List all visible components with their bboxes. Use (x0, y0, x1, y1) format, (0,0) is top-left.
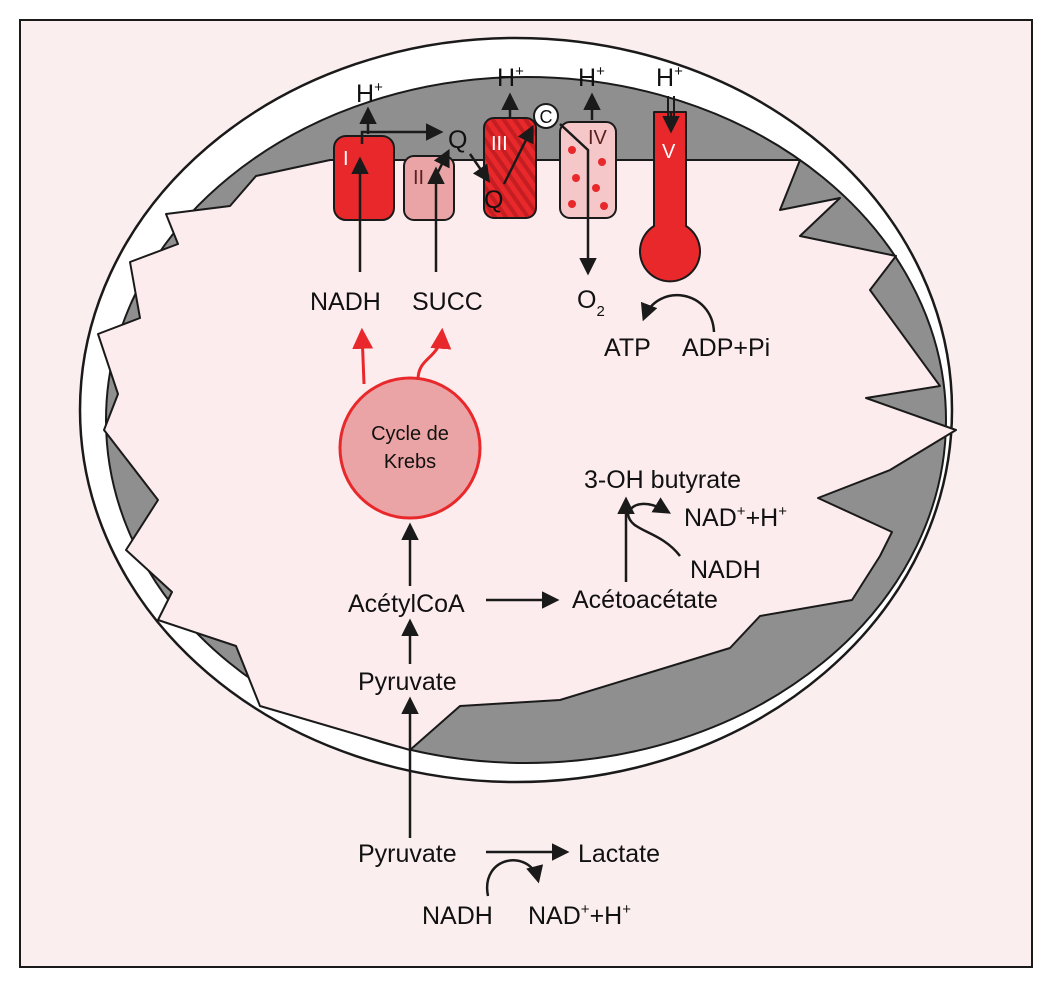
krebs-line-2: Krebs (384, 451, 436, 473)
complex-iv-dot (568, 200, 576, 208)
complex-iv-label: IV (588, 127, 608, 149)
complex-i-to-q-arrow (360, 123, 444, 144)
cytochrome-c-label: C (540, 107, 553, 127)
complex-v-label: V (662, 141, 676, 163)
complex-iv-dot (600, 202, 608, 210)
krebs-line-1: Cycle de (371, 423, 449, 445)
acetoacetate-label: Acétoacétate (572, 586, 718, 614)
nadh-label: NADH (310, 288, 381, 316)
complex-ii-label: II (413, 167, 424, 189)
nadh-to-nad-lactate-arrow (485, 859, 544, 897)
butyrate-label: 3-OH butyrate (584, 466, 741, 494)
o2-label: O2 (577, 286, 605, 320)
cytochrome-c (533, 103, 559, 129)
nad-ketone-label: NAD++H+ (684, 503, 787, 532)
complex-i-label: I (343, 148, 349, 170)
atp-label: ATP (604, 334, 651, 362)
proton-label-complex-i: H+ (356, 79, 383, 108)
acetylcoa-label: AcétylCoA (348, 590, 465, 618)
complex-iv-dot (592, 184, 600, 192)
krebs-to-nadh-arrow (352, 327, 374, 385)
complex-v (639, 111, 701, 283)
complex-iv-dot (568, 146, 576, 154)
succ-label: SUCC (412, 288, 483, 316)
nadh-ketone-label: NADH (690, 556, 761, 584)
coenzyme-q-bottom: Q (484, 186, 503, 214)
proton-label-complex-iv: H+ (578, 63, 605, 92)
nadh-lactate-label: NADH (422, 902, 493, 930)
complex-ii-to-q-arrow (433, 148, 450, 173)
nadh-to-nad-ketone-arrow (626, 497, 681, 557)
proton-label-complex-v: H+ (656, 63, 683, 92)
nad-lactate-label: NAD++H+ (528, 901, 631, 930)
q-to-cyt-c-arrow (502, 124, 534, 185)
complex-iv-dot (572, 174, 580, 182)
proton-label-complex-iii: H+ (497, 63, 524, 92)
inner-membrane-matrix (97, 159, 957, 751)
complex-iv-to-o2-arrow (559, 123, 597, 276)
krebs-cycle (338, 376, 482, 520)
krebs-to-succ-arrow (416, 327, 452, 381)
q-to-q-arrow (468, 153, 490, 183)
complex-iii-label: III (491, 133, 508, 155)
coenzyme-q-top: Q (448, 126, 467, 154)
pyruvate-cyto-label: Pyruvate (358, 840, 457, 868)
complex-ii (403, 155, 455, 221)
pyruvate-mito-label: Pyruvate (358, 668, 457, 696)
adp-to-atp-arrow (640, 293, 716, 333)
complex-iv-dot (598, 158, 606, 166)
complex-i (333, 135, 395, 221)
lactate-label: Lactate (578, 840, 660, 868)
adp-pi-label: ADP+Pi (682, 334, 770, 362)
